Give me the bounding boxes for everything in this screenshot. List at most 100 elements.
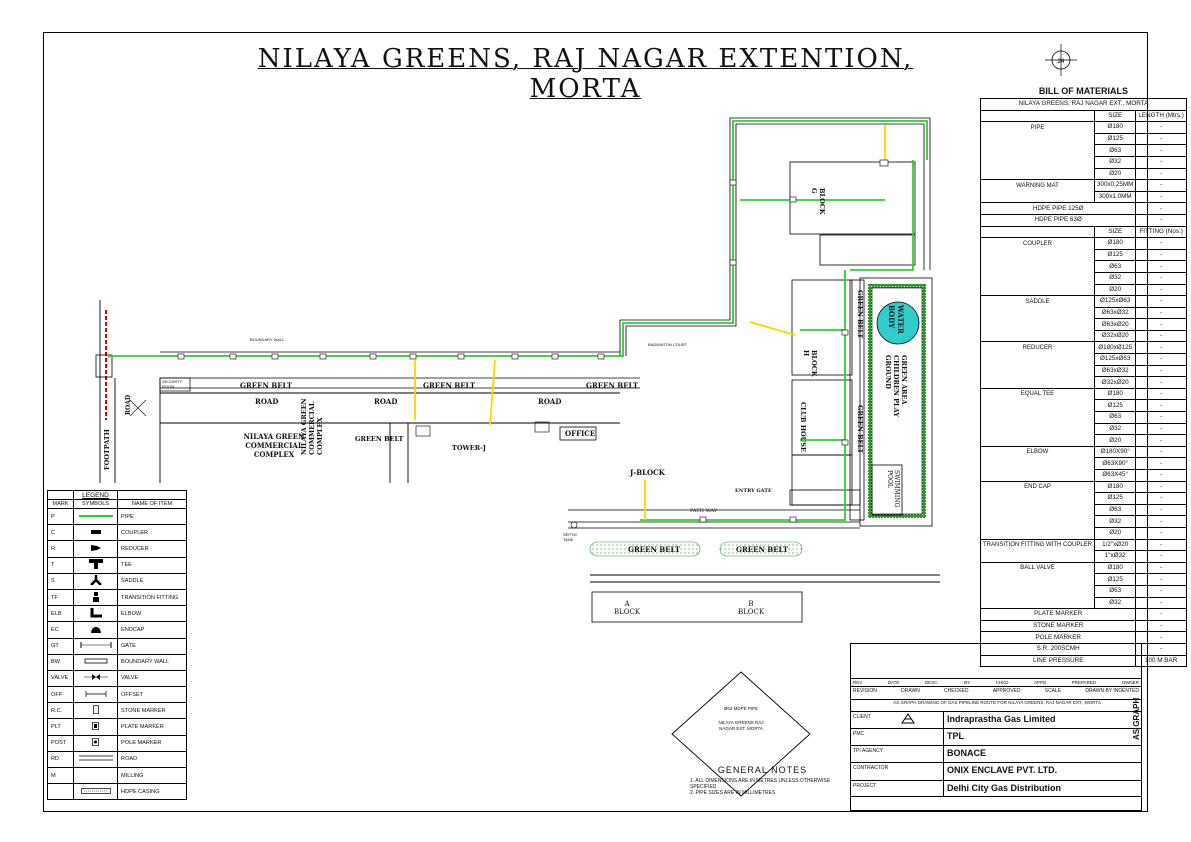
bom-value: - — [1135, 271, 1187, 285]
legend-item-name: ENDCAP — [117, 621, 187, 639]
titleblock-rev-label: REV — [853, 680, 863, 685]
bom-value: - — [1135, 422, 1187, 436]
roads — [99, 300, 940, 583]
bom-value: - — [1135, 584, 1187, 598]
bom-size: Ø63 — [1093, 144, 1137, 157]
label-green-belt-2: GREEN BELT — [423, 381, 476, 390]
legend-mark: T — [47, 556, 74, 574]
bom-group — [980, 272, 1095, 284]
service-lines — [414, 125, 886, 520]
bom-row: Ø20- — [980, 283, 1187, 297]
bom-value: - — [1135, 538, 1187, 552]
bom-value: - — [1135, 341, 1187, 355]
bom-value: 100 M BAR — [1135, 654, 1187, 668]
bom-value: - — [1135, 260, 1187, 273]
bom-size: Ø32 — [1093, 422, 1137, 436]
label-road-v: ROAD — [125, 394, 132, 415]
pipe-icon — [72, 507, 119, 526]
titleblock-sub-label: DRAWN — [901, 688, 920, 694]
bom-size: Ø63xØ20 — [1093, 318, 1137, 331]
legend-mark: M — [47, 766, 74, 785]
bom-row: PLATE MARKER- — [979, 608, 1187, 621]
offset-icon — [72, 686, 119, 704]
security-room — [159, 377, 191, 392]
client-name: Indraprastha Gas Limited — [947, 714, 1056, 724]
bom-size: Ø125xØ63 — [1093, 295, 1137, 308]
contractor-label: CONTRACTOR — [853, 765, 889, 771]
legend-mark: S — [47, 572, 74, 590]
bom-row: Ø32- — [980, 271, 1187, 285]
bom-row: POLE MARKER- — [979, 631, 1187, 644]
bom-group — [980, 156, 1095, 169]
bom-size: Ø32 — [1093, 155, 1137, 169]
bom-value: - — [1135, 434, 1187, 447]
bom-size: Ø125 — [1093, 248, 1137, 262]
bom-col-size: SIZE — [1093, 109, 1137, 123]
bom-row: Ø32- — [980, 515, 1187, 528]
bom-value: - — [1135, 237, 1187, 250]
bom-group — [980, 527, 1095, 540]
bom-row: Ø125- — [980, 399, 1187, 413]
bom-value: - — [1135, 608, 1187, 621]
bom-group — [980, 168, 1095, 180]
coupler-icon — [72, 524, 119, 542]
bom-group — [980, 191, 1095, 203]
bom-value: - — [1135, 329, 1187, 343]
titleblock-sub-label: REVISION — [853, 688, 877, 694]
legend-item-name: TEE — [117, 556, 187, 574]
label-green-belt-6: GREEN BELT — [736, 545, 789, 554]
label-road-1: ROAD — [255, 397, 279, 406]
bom-row: Ø63- — [980, 144, 1187, 157]
project-label: PROJECT — [853, 783, 877, 789]
label-j-block: J-BLOCK — [630, 468, 665, 477]
label-green-belt-5: GREEN BELT — [628, 545, 681, 554]
label-road-2: ROAD — [374, 397, 398, 406]
bom-size: Ø125 — [1093, 399, 1137, 413]
saddle-icon — [72, 572, 119, 590]
legend-item-name: STONE MARKER — [117, 702, 187, 720]
legend-col-name: NAME OF ITEM — [117, 499, 187, 509]
bom-size: Ø63xØ32 — [1093, 364, 1137, 378]
label-security-room: SECURITY ROOM — [162, 379, 183, 389]
legend-mark: BW — [47, 653, 74, 671]
north-label: 24 — [1058, 59, 1065, 65]
bom-group: PIPE — [980, 121, 1095, 134]
bom-group — [980, 307, 1095, 319]
label-block-h: BLOCK H — [802, 350, 818, 377]
label-road-3: ROAD — [538, 397, 562, 406]
bom-row: HDPE PIPE 63Ø- — [979, 213, 1187, 227]
bom-group: ELBOW — [980, 445, 1095, 458]
bom-size: 1/2"xØ20 — [1093, 538, 1137, 552]
none-icon — [72, 766, 119, 785]
bom-row: Ø125- — [980, 248, 1187, 262]
project-name: Delhi City Gas Distribution — [947, 783, 1062, 793]
bom-subheading: NILAYA GREENS, RAJ NAGAR EXT., MORTA — [980, 98, 1187, 111]
bom-group: REDUCER — [980, 341, 1095, 354]
legend-item-name: BOUNDARY WALL — [117, 653, 187, 671]
bom-row: 1"xØ32- — [980, 550, 1187, 563]
bom-value: - — [1135, 550, 1187, 563]
bom-value: - — [1135, 364, 1187, 378]
legend-row: HDPE CASING — [47, 783, 187, 801]
label-badminton: BADMINTON COURT — [648, 342, 688, 347]
bom-size: 1"xØ32 — [1093, 550, 1137, 563]
bom-value: - — [1135, 179, 1187, 192]
bom-group — [980, 423, 1095, 435]
bom-group — [980, 469, 1095, 482]
legend-item-name: ROAD — [117, 750, 187, 769]
label-nilaya-complex: NILAYA GREEN COMMERCIAL COMPLEX — [243, 432, 305, 459]
bom-value: - — [1135, 376, 1187, 389]
legend-item-name: MILLING — [117, 766, 187, 785]
as-graph-side-label: AS GRAPH — [1132, 697, 1141, 740]
bom-group — [980, 597, 1095, 609]
